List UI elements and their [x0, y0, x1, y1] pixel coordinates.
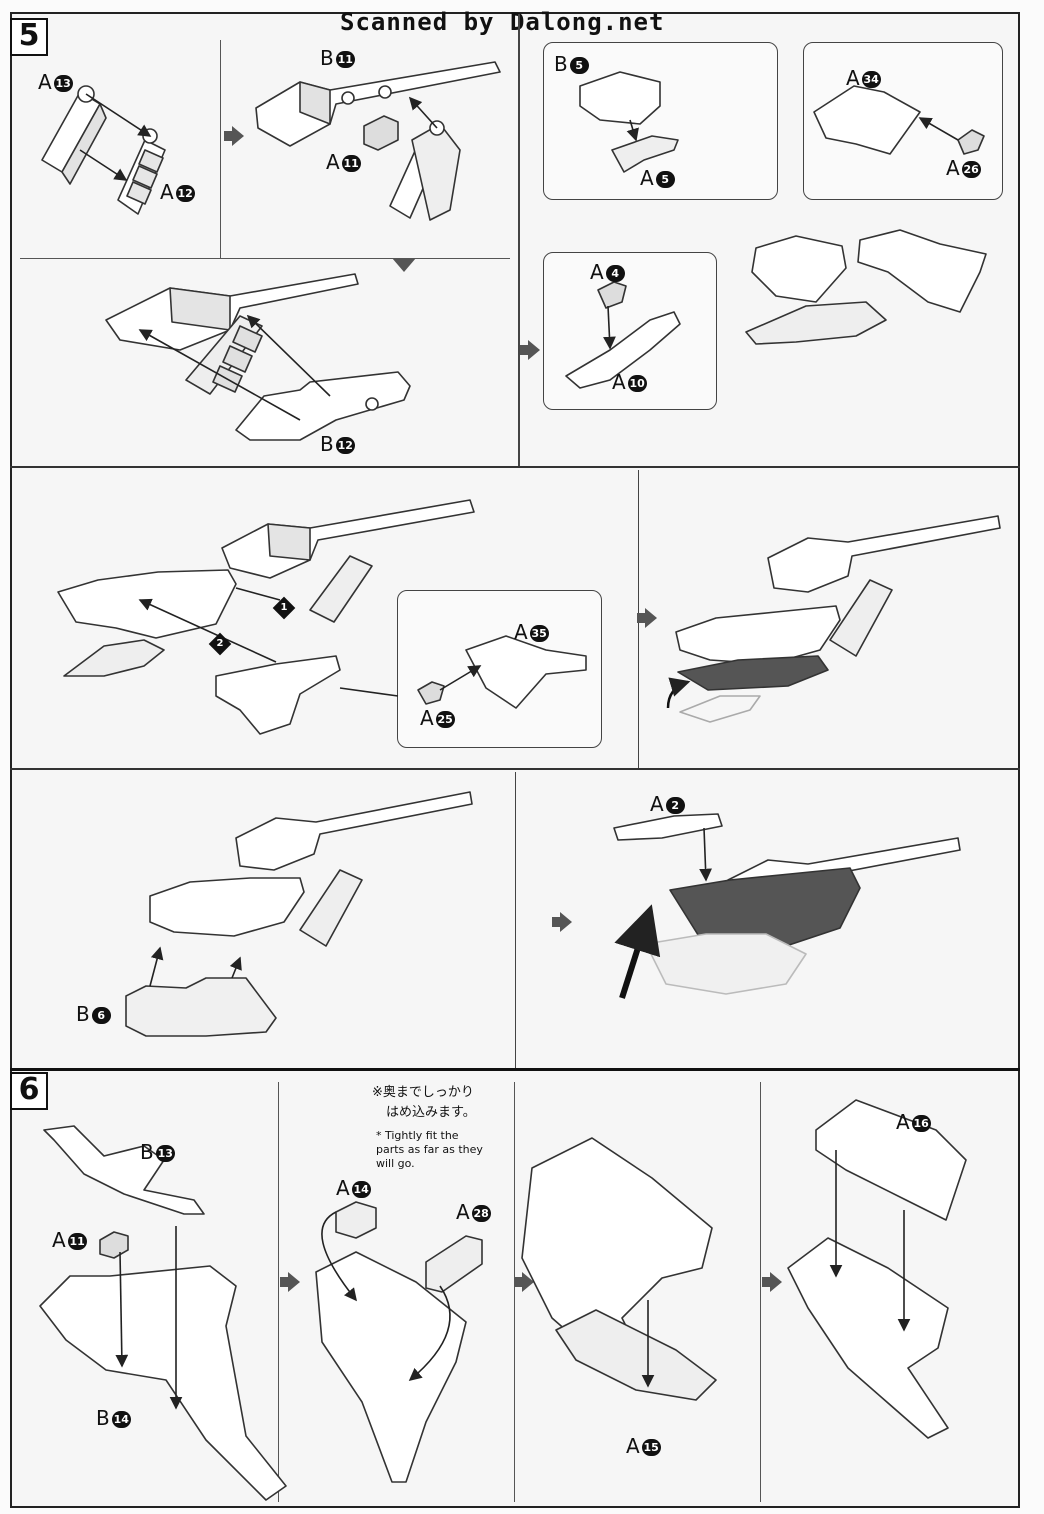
- assembly-right-drawing: [745, 229, 987, 345]
- part-a35-drawing: [465, 635, 587, 709]
- scan-watermark-banner: Scanned by Dalong.net: [340, 8, 665, 36]
- subdivider-b: [20, 258, 510, 259]
- part-a34-drawing: [813, 85, 921, 155]
- order-badge-1: 1: [272, 596, 296, 620]
- fit-note-english: * Tightly fit the parts as far as they w…: [376, 1129, 483, 1170]
- subdivider-a: [220, 40, 221, 258]
- fit-note-japanese: ※奥までしっかり はめ込みます。: [372, 1083, 476, 1123]
- part-a10-drawing: [565, 311, 681, 389]
- assembly-b11-a12-drawing: [105, 273, 359, 395]
- step-divider: [10, 1068, 1020, 1071]
- part-a25-drawing: [417, 681, 445, 705]
- row-divider-2: [10, 768, 1020, 770]
- flow-arrow-right: [280, 1272, 300, 1292]
- flow-arrow-right: [224, 126, 244, 146]
- flow-arrow-right: [520, 340, 540, 360]
- upper-frame-drawing: [221, 499, 475, 623]
- step6-col1: [278, 1082, 279, 1502]
- part-a28-drawing: [425, 1235, 483, 1293]
- part-a16-drawing: [815, 1099, 967, 1221]
- step-number-6: 6: [10, 1072, 48, 1110]
- part-b13-drawing: [43, 1125, 205, 1215]
- frame-row3-drawing: [149, 791, 473, 947]
- part-b6-drawing: [125, 977, 277, 1037]
- flow-arrow-down: [392, 258, 416, 272]
- step6-col2: [514, 1082, 515, 1502]
- part-a26-drawing: [957, 129, 985, 155]
- fit-note-jp-line1: ※奥までしっかり: [372, 1085, 474, 1100]
- step6-col4-frame-drawing: [787, 1237, 949, 1439]
- part-b14-drawing: [39, 1265, 287, 1501]
- part-b5-drawing: [579, 71, 661, 125]
- row-divider-1: [10, 466, 1020, 468]
- flow-arrow-right: [762, 1272, 782, 1292]
- step6-col2-frame-drawing: [315, 1251, 467, 1483]
- part-a15-drawing: [555, 1309, 717, 1401]
- order-badge-2: 2: [208, 632, 232, 656]
- part-a14-drawing: [335, 1201, 377, 1239]
- col-divider-row3: [515, 772, 516, 1068]
- flow-arrow-right: [637, 608, 657, 628]
- part-b11-drawing: [255, 61, 501, 147]
- combined-assembly-drawing: [675, 515, 1001, 723]
- part-a12-drawing: [117, 128, 166, 215]
- step6-col3: [760, 1082, 761, 1502]
- fit-note-jp-line2: はめ込みます。: [386, 1105, 476, 1120]
- part-a11-drawing: [363, 115, 399, 151]
- part-a2-drawing: [613, 813, 723, 841]
- part-a5-drawing: [611, 135, 679, 173]
- subassembly-a13-a12: [389, 120, 461, 221]
- combined-row3-right-drawing: [645, 837, 961, 995]
- part-a4-drawing: [597, 281, 627, 309]
- part-a11-step6-drawing: [99, 1231, 129, 1259]
- lower-frame-drawing: [57, 569, 237, 677]
- step-number-5: 5: [10, 18, 48, 56]
- part-lower-bar-drawing: [215, 655, 341, 735]
- part-b12-drawing: [235, 371, 411, 441]
- flow-arrow-right: [552, 912, 572, 932]
- col-divider-top: [518, 14, 520, 466]
